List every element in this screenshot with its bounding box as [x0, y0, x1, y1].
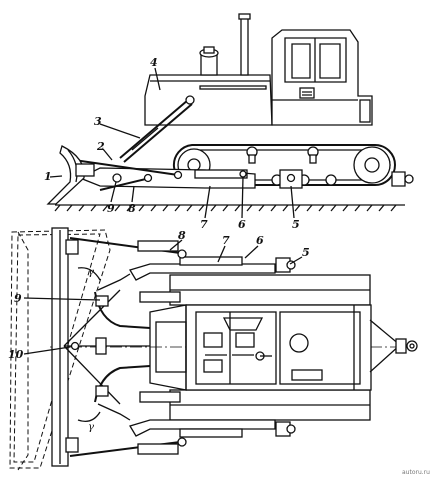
exhaust-pipe — [240, 16, 249, 76]
label-10-plan: 10 — [8, 348, 24, 361]
label-9-plan: 9 — [14, 292, 22, 305]
center-pivot — [63, 289, 150, 405]
angle-label-top: γ — [88, 267, 94, 278]
brace-8 — [99, 177, 151, 191]
ground-line — [54, 204, 405, 212]
engine-hood — [144, 74, 273, 126]
plan-view: γ γ — [8, 227, 430, 476]
label-8: 8 — [128, 202, 136, 215]
label-6-plan: 6 — [256, 234, 264, 247]
blade-angled-outline — [9, 229, 111, 469]
watermark: autoru.ru — [402, 469, 430, 476]
label-2: 2 — [96, 140, 105, 153]
label-3: 3 — [94, 115, 102, 128]
label-7: 7 — [200, 218, 208, 231]
angle-label-bottom: γ — [88, 422, 94, 433]
operator-cab — [271, 29, 373, 126]
label-4: 4 — [150, 56, 158, 69]
brace-2 — [73, 159, 179, 176]
rear-hitch — [391, 171, 406, 187]
side-view: 4 3 2 1 9 8 7 6 5 — [44, 13, 414, 231]
label-9: 9 — [107, 202, 115, 215]
hood-grille — [199, 85, 267, 90]
tractor-body-plan — [149, 274, 372, 421]
lift-cylinder — [119, 99, 189, 159]
drive-sprocket — [353, 146, 391, 184]
label-8-plan: 8 — [178, 229, 186, 242]
tilt-cylinder — [194, 169, 248, 179]
label-6: 6 — [238, 218, 246, 231]
rear-hitch-plan — [369, 319, 418, 373]
label-5: 5 — [292, 218, 300, 231]
air-precleaner — [200, 54, 218, 76]
label-7-plan: 7 — [222, 234, 230, 247]
blade-plan — [51, 227, 79, 467]
label-1: 1 — [44, 170, 52, 183]
label-5-plan: 5 — [302, 246, 310, 259]
